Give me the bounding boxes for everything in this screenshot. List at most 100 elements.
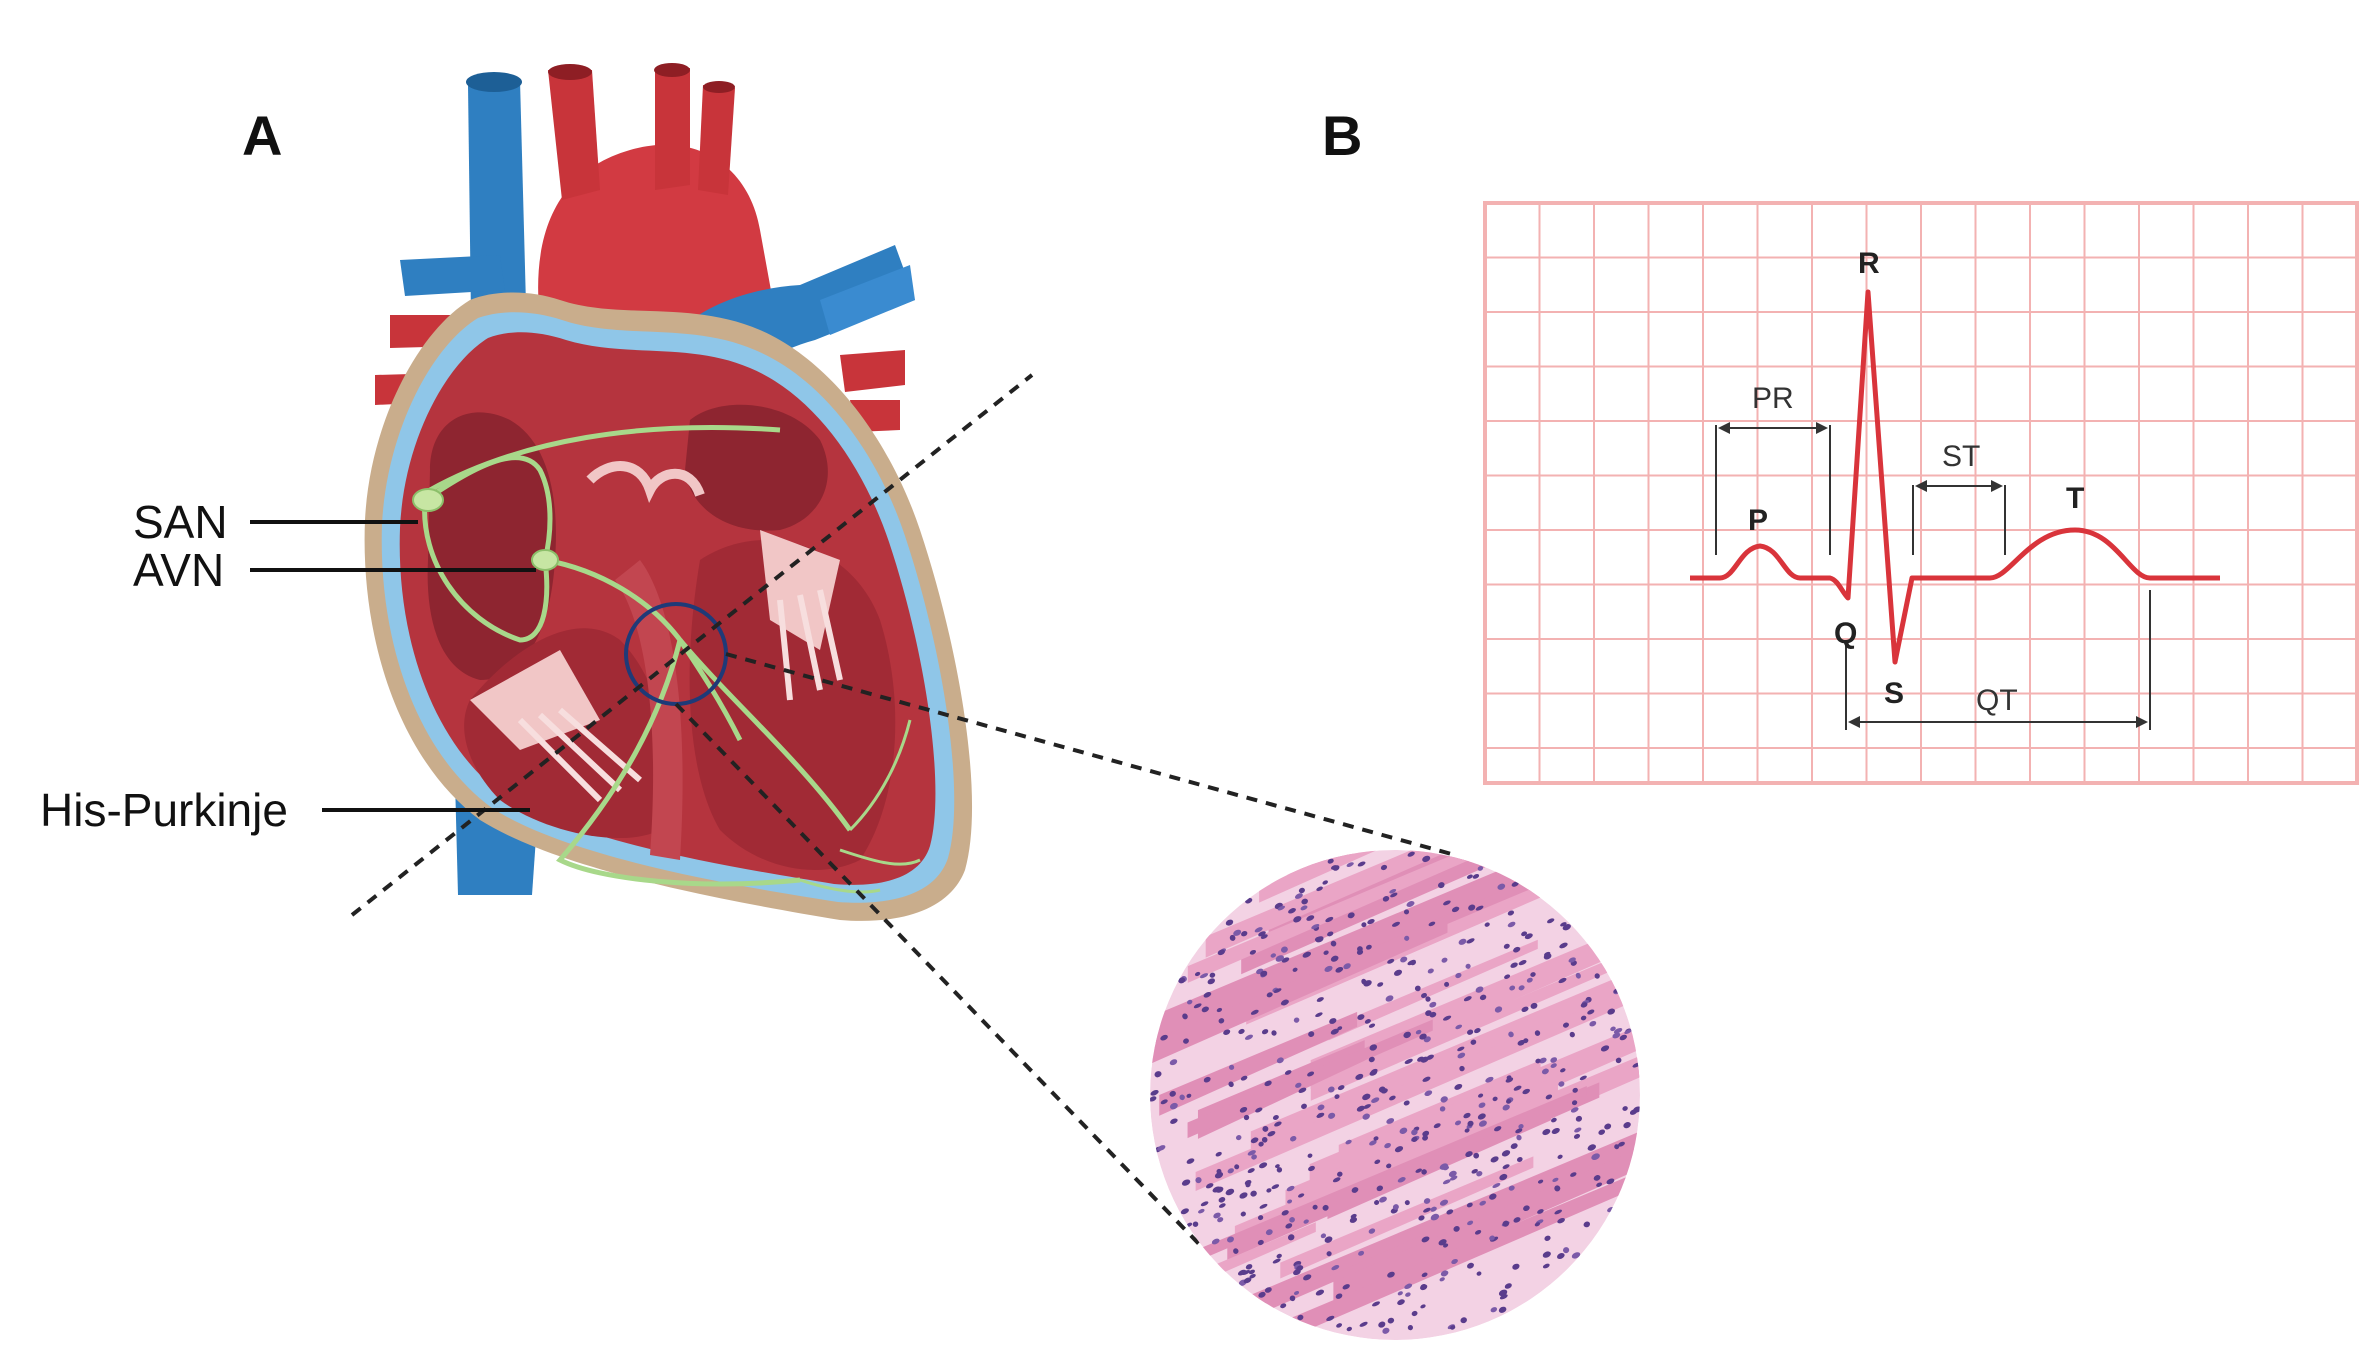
cell-nucleus: [1404, 1058, 1413, 1064]
cell-nucleus: [1292, 967, 1298, 972]
cell-nucleus: [1562, 1022, 1570, 1028]
cell-nucleus: [1392, 1204, 1399, 1210]
cell-nucleus: [1502, 1104, 1510, 1111]
cell-nucleus: [1178, 977, 1186, 984]
cell-nucleus: [1439, 1199, 1449, 1206]
cell-nucleus: [1251, 1154, 1257, 1160]
cell-nucleus: [1458, 938, 1467, 945]
cell-nucleus: [1366, 944, 1372, 950]
cell-nucleus: [1266, 992, 1273, 998]
cell-nucleus: [1415, 1029, 1422, 1035]
cell-nucleus: [1423, 1198, 1431, 1204]
cell-nucleus: [1475, 986, 1484, 993]
cell-nucleus: [1494, 1126, 1502, 1132]
cell-nucleus: [1312, 1204, 1318, 1210]
cell-nucleus: [1254, 927, 1263, 933]
cell-nucleus: [1265, 1229, 1273, 1236]
cell-nucleus: [1289, 1217, 1295, 1223]
cell-nucleus: [1195, 1177, 1202, 1184]
cell-nucleus: [1374, 1159, 1381, 1165]
cell-nucleus: [1203, 992, 1212, 998]
cell-nucleus: [1450, 1325, 1456, 1330]
cell-nucleus: [1242, 1270, 1250, 1275]
pr-arrowhead-left: [1718, 422, 1730, 434]
cell-nucleus: [1368, 1056, 1375, 1063]
cell-nucleus: [1557, 1217, 1565, 1224]
myocyte-fiber: [1205, 850, 1546, 958]
cell-nucleus: [1346, 1326, 1352, 1332]
myocyte-fiber: [1187, 850, 1478, 983]
cell-nucleus: [1470, 1039, 1477, 1045]
cell-nucleus: [1361, 922, 1367, 928]
cell-nucleus: [1324, 1236, 1333, 1243]
cell-nucleus: [1498, 1289, 1508, 1297]
cell-nucleus: [1386, 1118, 1395, 1124]
cell-nucleus: [1439, 1106, 1446, 1112]
cell-nucleus: [1422, 1130, 1430, 1137]
cell-nucleus: [1477, 866, 1484, 871]
cell-nucleus: [1225, 1188, 1235, 1196]
cell-nucleus: [1303, 1274, 1312, 1281]
cell-nucleus: [1315, 1012, 1323, 1018]
cell-nucleus: [1357, 1014, 1365, 1021]
cell-nucleus: [1307, 1071, 1315, 1077]
cell-nucleus: [1530, 972, 1536, 977]
chordae-left: [777, 589, 843, 701]
cell-nucleus: [1453, 1226, 1460, 1232]
cell-nucleus: [1596, 1182, 1603, 1187]
cell-nucleus: [1622, 1106, 1628, 1111]
cell-nucleus: [1518, 985, 1525, 991]
cell-nucleus: [1181, 1179, 1191, 1186]
cell-nucleus: [1463, 1112, 1471, 1119]
cell-nucleus: [1296, 1265, 1304, 1272]
myocyte-fiber: [1150, 916, 1448, 1068]
aortic-vessel-1-opening: [548, 64, 592, 80]
cell-nucleus: [1301, 1103, 1307, 1109]
cell-nucleus: [1180, 1208, 1189, 1215]
cell-nucleus: [1455, 972, 1462, 979]
cell-nucleus: [1510, 1143, 1518, 1149]
cell-nucleus: [1183, 1038, 1189, 1044]
cell-nucleus: [1612, 1032, 1621, 1039]
cell-nucleus: [1501, 1150, 1511, 1157]
cell-nucleus: [1239, 1192, 1248, 1199]
cell-nucleus: [1193, 1003, 1202, 1009]
cell-nucleus: [1300, 905, 1308, 911]
cell-nucleus: [1368, 1023, 1376, 1028]
cell-nucleus: [1267, 1130, 1276, 1137]
cell-nucleus: [1218, 1203, 1226, 1208]
cell-nucleus: [1475, 905, 1484, 911]
aortic-vessel-2-opening: [654, 63, 690, 77]
cell-nucleus: [1421, 1272, 1428, 1278]
cell-nucleus: [1420, 1056, 1429, 1063]
cell-nucleus: [1280, 1303, 1287, 1309]
cell-nucleus: [1516, 1134, 1522, 1141]
cell-nucleus: [1499, 1294, 1508, 1300]
cell-nucleus: [1382, 1327, 1390, 1334]
cell-nucleus: [1423, 1207, 1431, 1213]
pulmonary-vein-left: [400, 255, 505, 296]
cell-nucleus: [1554, 1185, 1561, 1192]
cell-nucleus: [1542, 1263, 1550, 1269]
cell-nucleus: [1534, 1222, 1541, 1227]
cell-nucleus: [1336, 1323, 1343, 1328]
cell-nucleus: [1485, 1076, 1494, 1083]
cell-nucleus: [1443, 1015, 1452, 1021]
cell-nucleus: [1468, 904, 1476, 911]
cell-nucleus: [1270, 953, 1276, 958]
cell-nucleus: [1387, 958, 1395, 964]
cell-nucleus: [1455, 1024, 1463, 1030]
cell-nucleus: [1484, 922, 1490, 927]
cell-nucleus: [1537, 1179, 1544, 1184]
cell-nucleus: [1306, 915, 1315, 921]
cell-nucleus: [1516, 1157, 1523, 1162]
cell-nucleus: [1227, 1168, 1234, 1174]
cell-nucleus: [1457, 1046, 1465, 1052]
cell-nucleus: [1355, 1073, 1364, 1080]
cell-nucleus: [1521, 1006, 1529, 1012]
cell-nucleus: [1376, 1185, 1384, 1192]
cell-nucleus: [1169, 1059, 1178, 1066]
cell-nucleus: [1440, 1270, 1449, 1277]
aortic-arch-vessel-2: [655, 68, 690, 190]
cell-nucleus: [1239, 1106, 1248, 1113]
